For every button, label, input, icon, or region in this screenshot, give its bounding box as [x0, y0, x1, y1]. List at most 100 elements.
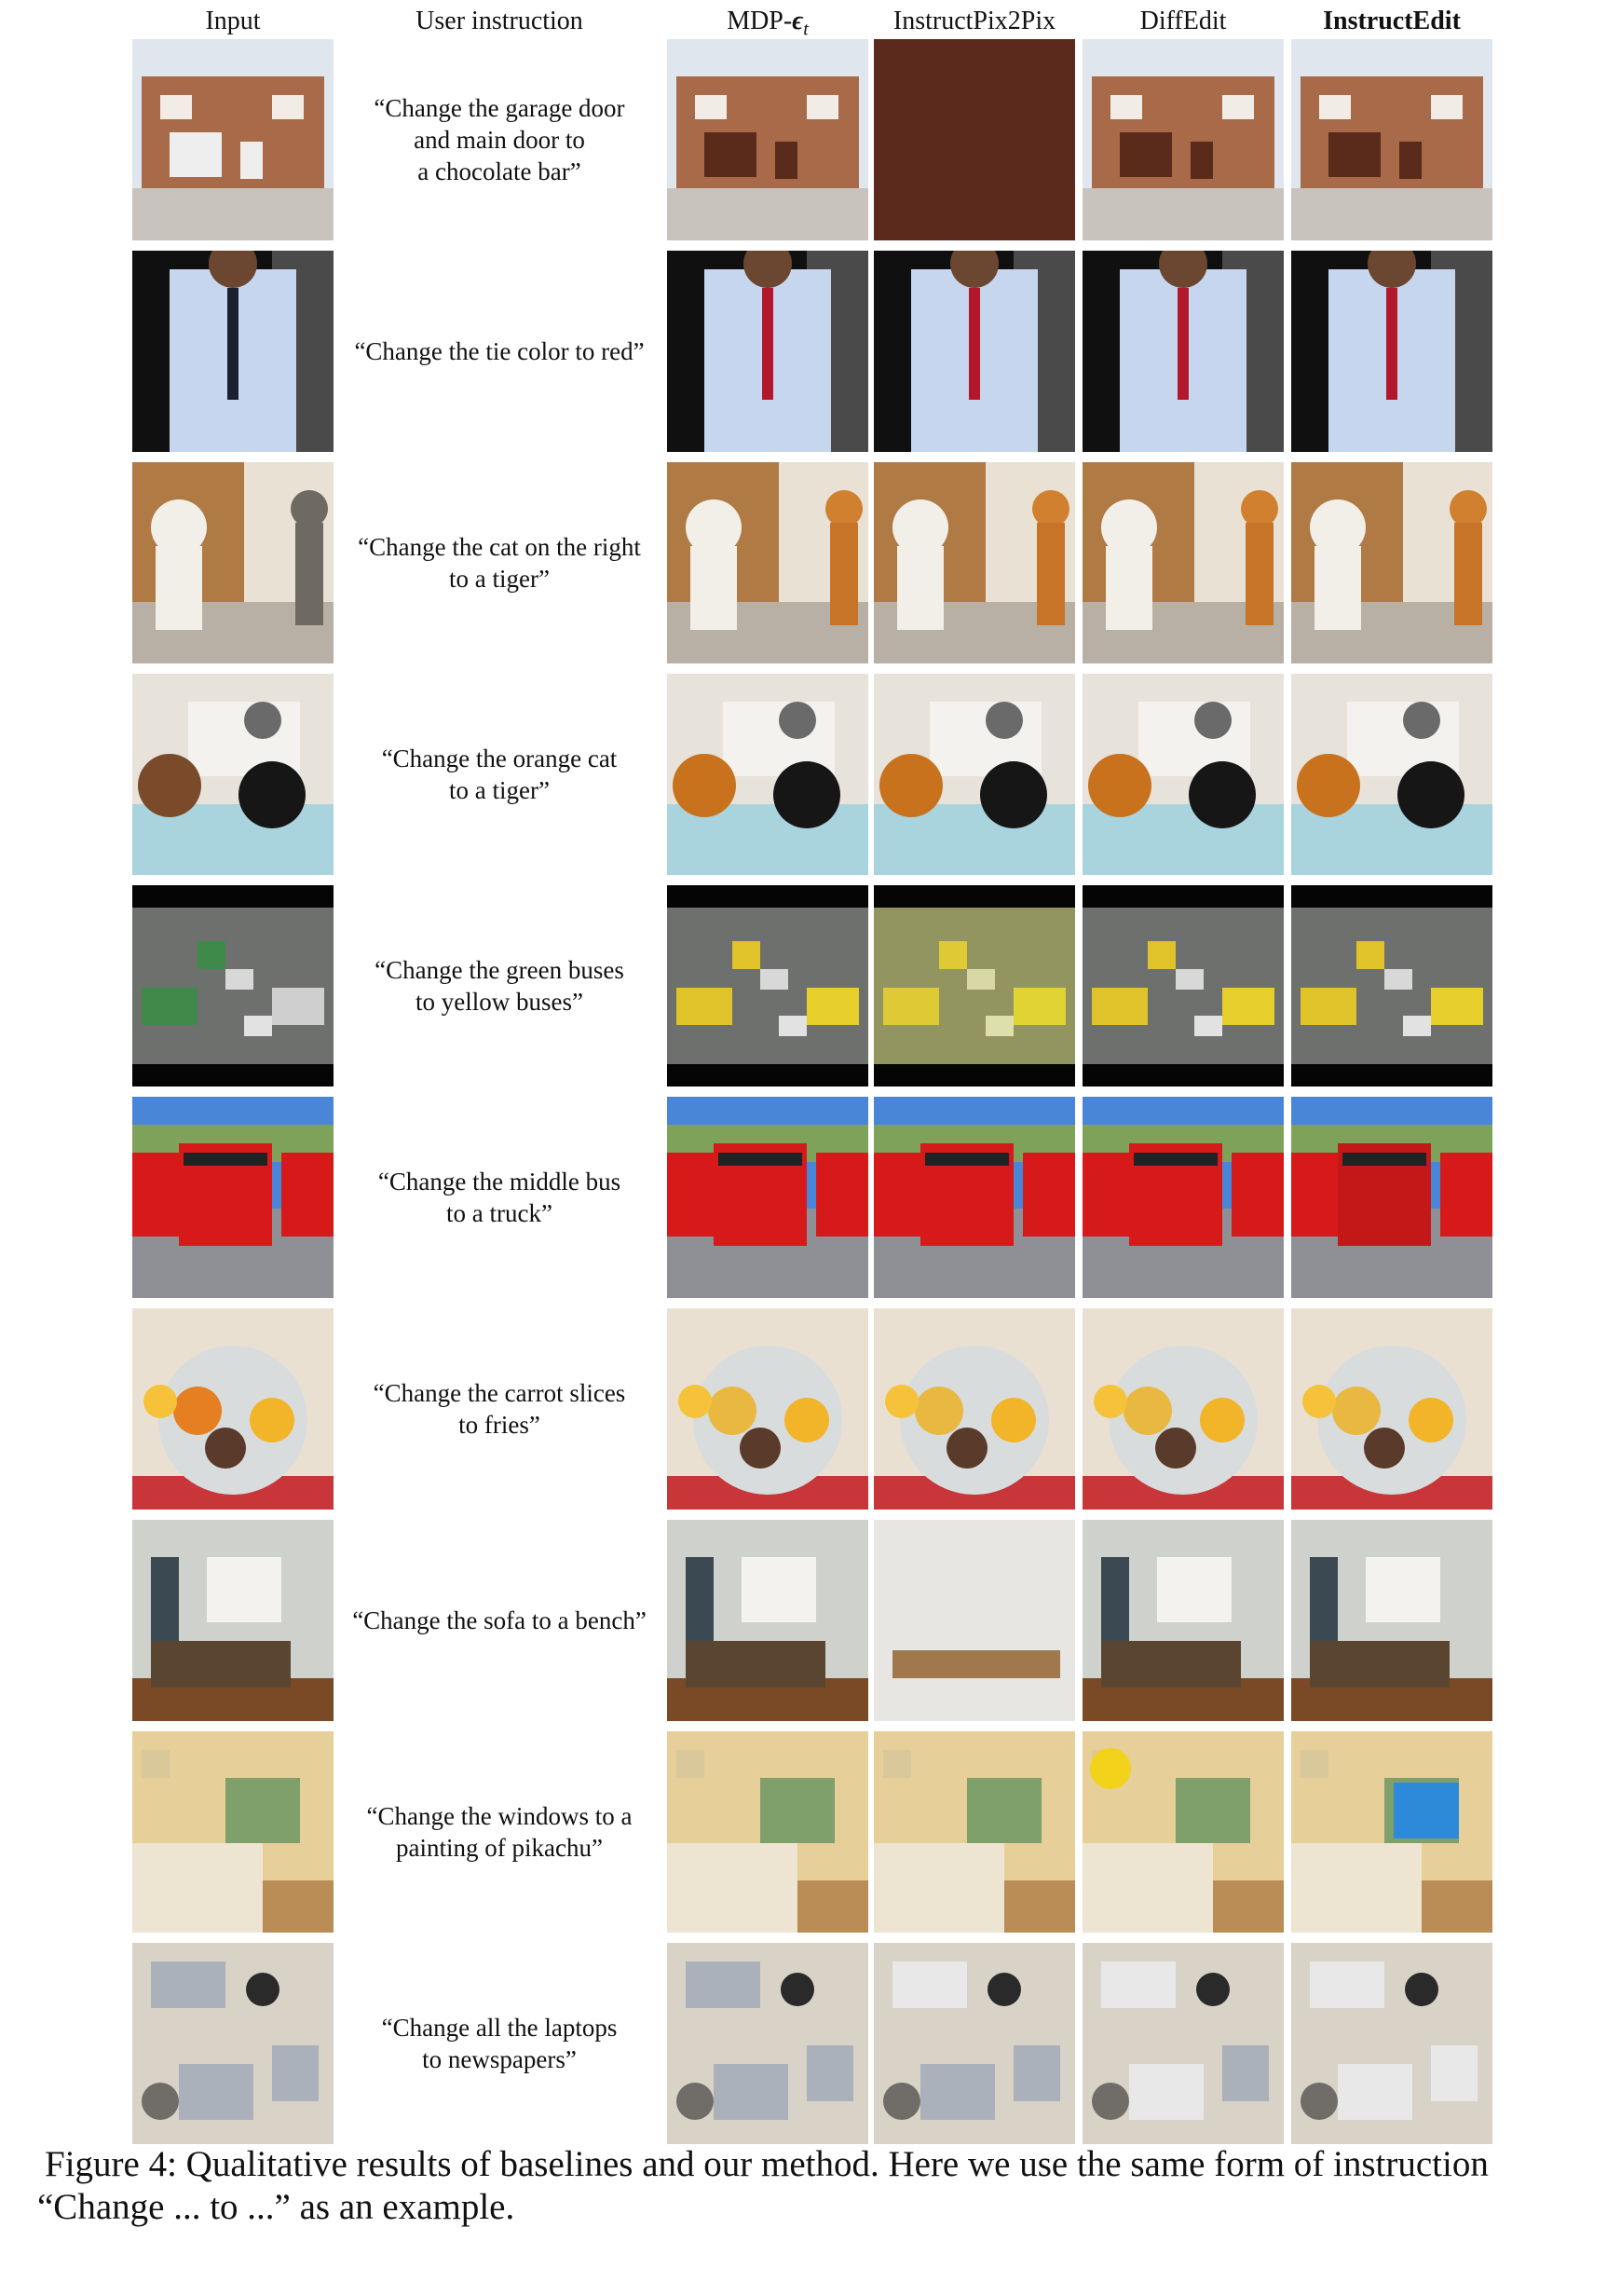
image-mdp — [667, 674, 868, 875]
image-input — [132, 674, 334, 875]
image-input — [132, 1308, 334, 1510]
image-instructpix2pix — [874, 674, 1075, 875]
livingroom-photo — [874, 1520, 1075, 1721]
image-mdp — [667, 251, 868, 452]
header-instructpix2pix: InstructPix2Pix — [892, 7, 1056, 35]
food-photo — [874, 1308, 1075, 1510]
man-tie-photo — [1083, 251, 1284, 452]
user-instruction: “Change the green buses to yellow buses” — [375, 956, 624, 1016]
image-input — [132, 251, 334, 452]
user-instruction: “Change the tie color to red” — [354, 337, 645, 365]
bedroom-photo — [667, 1731, 868, 1933]
image-instructedit — [1291, 674, 1492, 875]
user-instruction: “Change all the laptops to newspapers” — [381, 2014, 618, 2073]
cats-bed-photo — [1083, 674, 1284, 875]
cats-bed-photo — [667, 674, 868, 875]
house-photo — [1291, 39, 1492, 240]
traffic-photo — [1291, 885, 1492, 1086]
traffic-photo — [874, 885, 1075, 1086]
buses-photo — [667, 1097, 868, 1298]
cats-photo — [1083, 462, 1284, 663]
image-instructedit — [1291, 1731, 1492, 1933]
image-instructpix2pix — [874, 462, 1075, 663]
image-diffedit — [1083, 39, 1284, 240]
man-tie-photo — [1291, 251, 1492, 452]
image-instructpix2pix — [874, 39, 1075, 240]
food-photo — [1083, 1308, 1284, 1510]
house-photo — [132, 39, 334, 240]
livingroom-photo — [132, 1520, 334, 1721]
user-instruction: “Change the carrot slices to fries” — [373, 1379, 626, 1439]
traffic-photo — [1083, 885, 1284, 1086]
image-diffedit — [1083, 462, 1284, 663]
user-instruction: “Change the middle bus to a truck” — [377, 1168, 621, 1227]
image-instructpix2pix — [874, 1520, 1075, 1721]
image-instructpix2pix — [874, 1308, 1075, 1510]
image-input — [132, 1520, 334, 1721]
image-input — [132, 1731, 334, 1933]
image-instructpix2pix — [874, 1731, 1075, 1933]
buses-photo — [874, 1097, 1075, 1298]
header-instructedit: InstructEdit — [1323, 7, 1461, 35]
image-instructedit — [1291, 251, 1492, 452]
image-instructpix2pix — [874, 1097, 1075, 1298]
desk-photo — [667, 1943, 868, 2144]
user-instruction: “Change the cat on the right to a tiger” — [358, 533, 641, 593]
image-input — [132, 885, 334, 1086]
header-user-instruction: User instruction — [415, 7, 583, 35]
cats-bed-photo — [132, 674, 334, 875]
bedroom-photo — [132, 1731, 334, 1933]
desk-photo — [1083, 1943, 1284, 2144]
traffic-photo — [667, 885, 868, 1086]
bedroom-photo — [1291, 1731, 1492, 1933]
man-tie-photo — [132, 251, 334, 452]
image-input — [132, 1943, 334, 2144]
user-instruction: “Change the sofa to a bench” — [352, 1606, 647, 1634]
user-instruction: “Change the garage door and main door to… — [374, 94, 625, 185]
figure-caption: Figure 4: Qualitative results of baselin… — [37, 2143, 1602, 2229]
image-instructpix2pix — [874, 1943, 1075, 2144]
cats-photo — [132, 462, 334, 663]
livingroom-photo — [1291, 1520, 1492, 1721]
image-mdp — [667, 1943, 868, 2144]
image-diffedit — [1083, 1520, 1284, 1721]
image-instructedit — [1291, 1520, 1492, 1721]
cats-bed-photo — [1291, 674, 1492, 875]
image-mdp — [667, 1308, 868, 1510]
image-diffedit — [1083, 1731, 1284, 1933]
header-input: Input — [205, 7, 261, 35]
image-mdp — [667, 1520, 868, 1721]
image-instructedit — [1291, 39, 1492, 240]
man-tie-photo — [667, 251, 868, 452]
image-instructedit — [1291, 1308, 1492, 1510]
image-mdp — [667, 1097, 868, 1298]
image-input — [132, 39, 334, 240]
bedroom-photo — [874, 1731, 1075, 1933]
buses-photo — [1291, 1097, 1492, 1298]
livingroom-photo — [1083, 1520, 1284, 1721]
image-diffedit — [1083, 674, 1284, 875]
bedroom-photo — [1083, 1731, 1284, 1933]
image-mdp — [667, 1731, 868, 1933]
cats-photo — [667, 462, 868, 663]
livingroom-photo — [667, 1520, 868, 1721]
image-instructedit — [1291, 885, 1492, 1086]
buses-photo — [1083, 1097, 1284, 1298]
desk-photo — [874, 1943, 1075, 2144]
caption-line-2: “Change ... to ...” as an example. — [37, 2187, 515, 2227]
image-diffedit — [1083, 885, 1284, 1086]
traffic-photo — [132, 885, 334, 1086]
cats-bed-photo — [874, 674, 1075, 875]
buses-photo — [132, 1097, 334, 1298]
image-input — [132, 462, 334, 663]
house-photo — [874, 39, 1075, 240]
cats-photo — [1291, 462, 1492, 663]
user-instruction: “Change the orange cat to a tiger” — [381, 745, 618, 804]
image-mdp — [667, 885, 868, 1086]
desk-photo — [1291, 1943, 1492, 2144]
desk-photo — [132, 1943, 334, 2144]
user-instruction: “Change the windows to a painting of pik… — [366, 1802, 633, 1862]
header-diffedit: DiffEdit — [1139, 7, 1227, 35]
image-diffedit — [1083, 1943, 1284, 2144]
image-instructpix2pix — [874, 885, 1075, 1086]
